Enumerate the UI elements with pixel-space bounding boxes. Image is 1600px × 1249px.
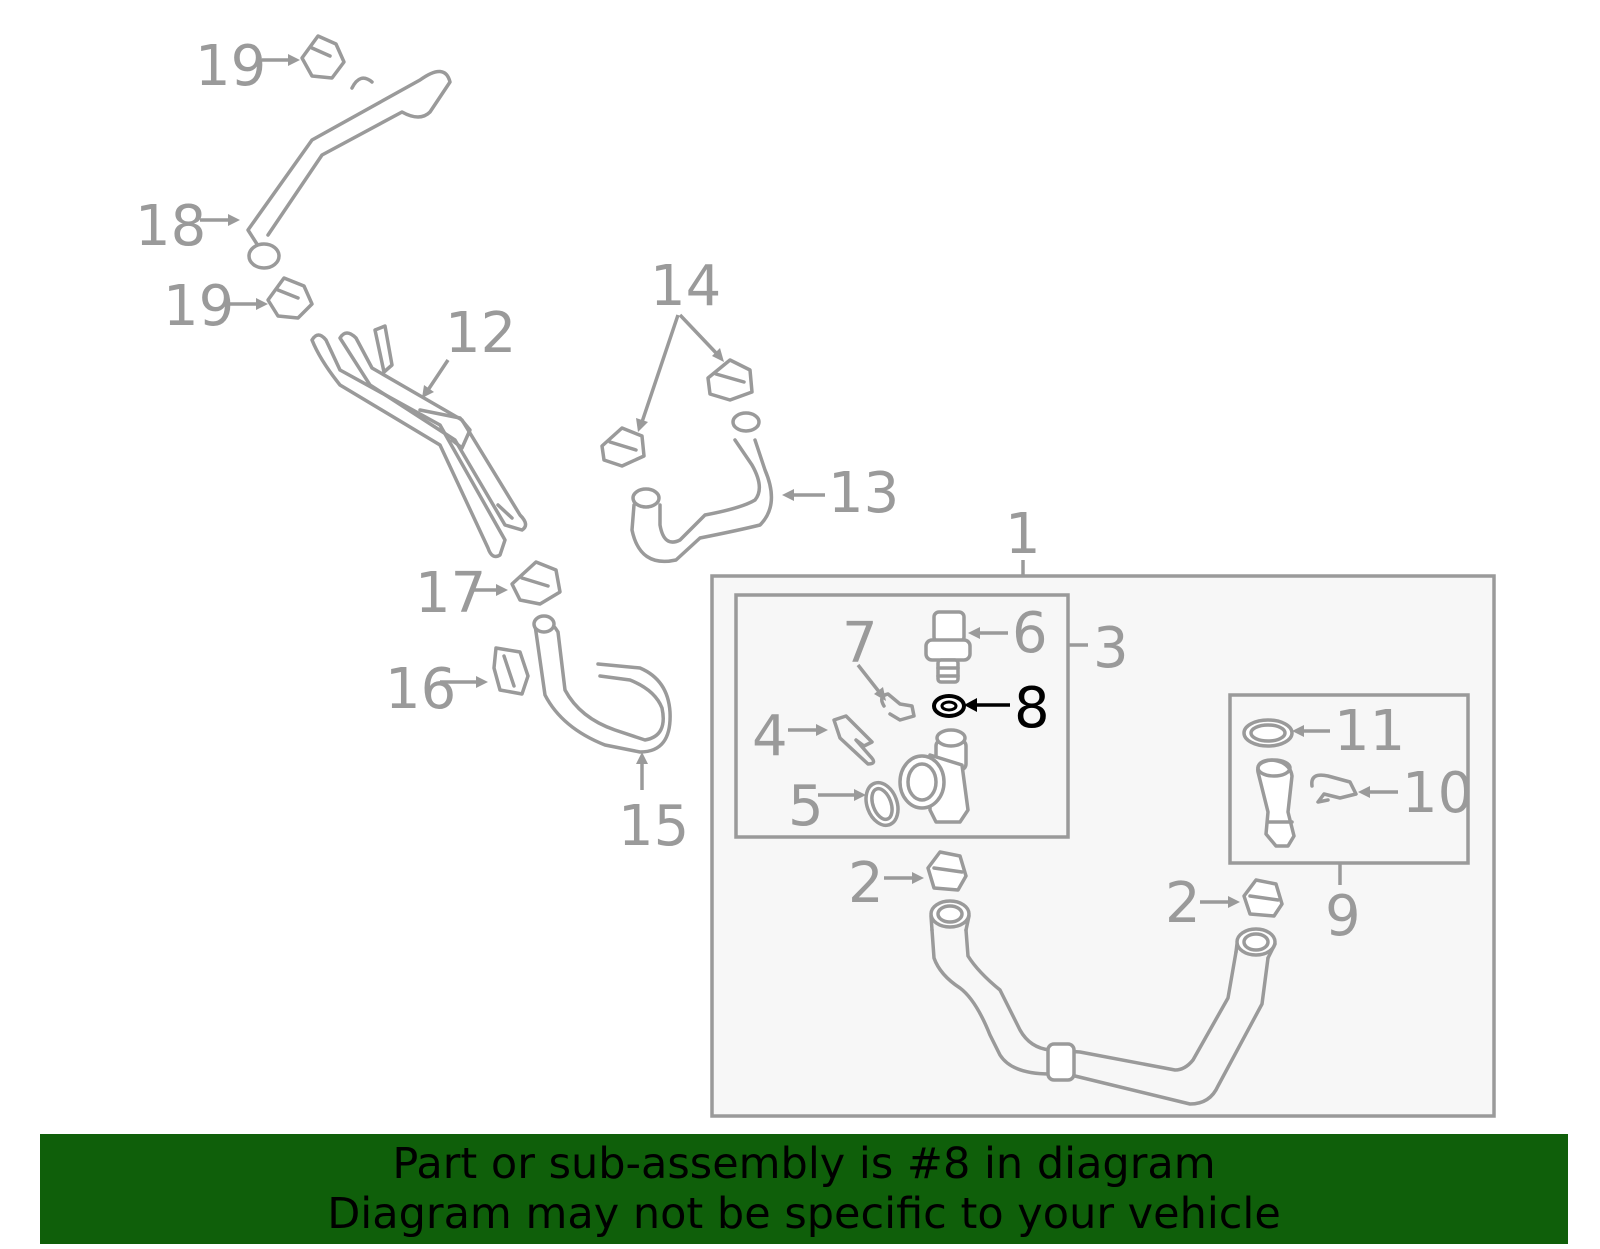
callout-5[interactable]: 5 — [788, 774, 824, 839]
callout-2-right[interactable]: 2 — [1165, 871, 1201, 936]
part-18-pipe — [246, 69, 452, 270]
callout-6[interactable]: 6 — [1012, 601, 1048, 666]
callout-1[interactable]: 1 — [1005, 502, 1041, 567]
assembly-3-box — [734, 593, 1070, 839]
banner-line-2: Diagram may not be specific to your vehi… — [327, 1189, 1281, 1239]
assembly-9-box — [1228, 693, 1470, 865]
callout-14[interactable]: 14 — [650, 254, 721, 319]
callout-13[interactable]: 13 — [828, 461, 899, 526]
part-14-clamp-right — [706, 358, 754, 402]
callout-3[interactable]: 3 — [1093, 616, 1129, 681]
callout-19-lower[interactable]: 19 — [163, 274, 234, 339]
connector-fitting — [1256, 758, 1296, 848]
callout-15[interactable]: 15 — [618, 794, 689, 859]
callout-8[interactable]: 8 — [1014, 676, 1050, 741]
callout-12[interactable]: 12 — [445, 301, 516, 366]
part-15-hose — [532, 614, 672, 754]
callout-2-left[interactable]: 2 — [848, 851, 884, 916]
part-2-clamp-right — [1242, 878, 1284, 918]
part-16-clamp — [492, 646, 530, 696]
info-banner: Part or sub-assembly is #8 in diagram Di… — [40, 1134, 1568, 1244]
part-11-gasket — [1242, 718, 1294, 748]
part-2-clamp-left — [926, 850, 968, 892]
part-8-o-ring-highlighted[interactable] — [932, 694, 966, 718]
callout-7[interactable]: 7 — [842, 611, 878, 676]
part-6-sensor — [924, 610, 972, 684]
part-17-clamp — [510, 560, 562, 606]
callout-19-upper[interactable]: 19 — [195, 34, 266, 99]
banner-line-1: Part or sub-assembly is #8 in diagram — [392, 1139, 1216, 1189]
main-coolant-hose — [929, 899, 1277, 1106]
callout-4[interactable]: 4 — [752, 704, 788, 769]
part-19-clamp-upper — [300, 34, 346, 80]
callout-18[interactable]: 18 — [135, 194, 206, 259]
callout-17[interactable]: 17 — [415, 561, 486, 626]
part-4-clip — [832, 714, 876, 766]
part-10-clip — [1310, 773, 1358, 804]
assembly-1-box — [710, 574, 1496, 1118]
part-5-o-ring — [864, 780, 900, 828]
part-7-clip — [880, 692, 916, 722]
part-13-hose — [630, 411, 774, 564]
callout-10[interactable]: 10 — [1402, 761, 1473, 826]
part-19-clamp-lower — [266, 276, 314, 320]
part-14-clamp-left — [600, 426, 646, 468]
callout-16[interactable]: 16 — [385, 657, 456, 722]
callout-11[interactable]: 11 — [1334, 699, 1405, 764]
part-12-twin-pipe — [310, 324, 528, 559]
valve-body — [898, 728, 970, 824]
callout-9[interactable]: 9 — [1325, 884, 1361, 949]
